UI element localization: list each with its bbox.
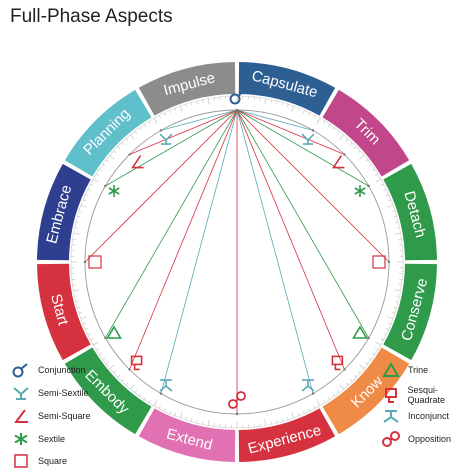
aspect-point bbox=[235, 108, 239, 112]
legend-label: Inconjunct bbox=[408, 411, 450, 421]
aspect-point bbox=[311, 392, 315, 395]
legend-label: Semi-Sextile bbox=[38, 388, 89, 398]
conjunction-icon bbox=[12, 363, 28, 378]
aspect-line-sesqui-quadrate bbox=[236, 109, 345, 370]
opposition-icon bbox=[228, 391, 246, 409]
page-title: Full-Phase Aspects bbox=[10, 6, 173, 27]
sextile-icon bbox=[14, 433, 28, 445]
aspect-point bbox=[128, 153, 131, 156]
aspect-point bbox=[104, 336, 107, 340]
legend-item-semi-sextile: Semi-Sextile bbox=[10, 385, 89, 401]
inconjunct-icon bbox=[301, 379, 315, 392]
semi-square-icon bbox=[14, 409, 28, 423]
aspect-line-semi-square bbox=[236, 109, 345, 155]
aspect-point bbox=[311, 129, 315, 132]
legend-item-trine: Trine bbox=[380, 362, 428, 378]
aspect-line-semi-sextile bbox=[236, 109, 314, 131]
legend-item-semi-square: Semi-Square bbox=[10, 408, 91, 424]
legend-item-sextile: Sextile bbox=[10, 431, 65, 447]
conjunction-icon bbox=[229, 89, 245, 105]
aspect-line-sextile bbox=[236, 109, 369, 187]
segment-conserve bbox=[383, 263, 437, 361]
semi-sextile-icon bbox=[301, 133, 315, 145]
segment-embrace bbox=[37, 163, 91, 261]
legend-label: Trine bbox=[408, 365, 429, 375]
aspect-line-semi-square bbox=[129, 109, 238, 155]
degree-ticks bbox=[71, 96, 403, 428]
segment-experience bbox=[238, 408, 336, 462]
semi-sextile-icon bbox=[159, 133, 173, 145]
trine-icon bbox=[352, 325, 368, 339]
aspect-line-sesqui-quadrate bbox=[129, 109, 238, 370]
sesqui-quadrate-icon bbox=[130, 355, 143, 371]
sextile-icon bbox=[354, 185, 366, 197]
aspect-point bbox=[367, 336, 370, 340]
segment-trim bbox=[322, 89, 410, 177]
legend-label: Semi-Square bbox=[38, 411, 91, 421]
aspect-point bbox=[159, 392, 163, 395]
sesqui-quadrate-icon bbox=[331, 355, 344, 371]
segment-embody bbox=[64, 347, 152, 435]
sextile-icon bbox=[108, 185, 120, 197]
semi-sextile-icon bbox=[13, 387, 29, 400]
trine-icon bbox=[382, 362, 400, 377]
legend-label: Sesqui-Quadrate bbox=[407, 385, 446, 405]
legend-label: Conjunction bbox=[38, 365, 86, 375]
semi-square-icon bbox=[331, 155, 345, 169]
aspect-point bbox=[343, 368, 346, 371]
aspect-line-inconjunct bbox=[160, 109, 238, 394]
opposition-icon bbox=[382, 431, 400, 447]
segment-impulse bbox=[138, 62, 236, 116]
aspect-point bbox=[387, 260, 391, 264]
trine-icon bbox=[106, 325, 122, 339]
square-icon bbox=[372, 255, 386, 269]
aspect-point bbox=[343, 153, 346, 156]
segment-planning bbox=[64, 89, 152, 177]
aspect-point bbox=[235, 412, 239, 416]
legend-item-sesqui-quadrate: Sesqui-Quadrate bbox=[380, 385, 474, 405]
semi-square-icon bbox=[131, 155, 144, 169]
legend-item-square: Square bbox=[10, 453, 67, 469]
legend-item-opposition: Opposition bbox=[380, 431, 451, 447]
legend-item-inconjunct: Inconjunct bbox=[380, 408, 449, 424]
aspect-point bbox=[104, 184, 107, 188]
sesqui-quadrate-icon bbox=[385, 388, 397, 403]
aspect-point bbox=[367, 184, 370, 188]
aspect-point bbox=[83, 260, 87, 264]
legend-label: Sextile bbox=[38, 434, 66, 444]
segment-detach bbox=[383, 163, 437, 261]
legend-label: Square bbox=[38, 456, 68, 466]
aspect-lines bbox=[84, 109, 390, 414]
segment-start bbox=[37, 263, 91, 361]
aspect-point bbox=[128, 368, 131, 371]
segment-extend bbox=[138, 408, 236, 462]
inconjunct-icon bbox=[383, 410, 399, 423]
aspect-point bbox=[159, 129, 163, 132]
inconjunct-icon bbox=[159, 379, 173, 392]
legend-item-conjunction: Conjunction bbox=[10, 362, 86, 378]
tick-ring bbox=[70, 95, 404, 429]
aspect-line-inconjunct bbox=[236, 109, 314, 394]
aspect-line-trine bbox=[105, 109, 238, 339]
legend-label: Opposition bbox=[408, 434, 452, 444]
segment-capsulate bbox=[238, 62, 336, 116]
aspect-line-semi-sextile bbox=[160, 109, 238, 131]
aspect-line-square bbox=[84, 109, 238, 263]
aspect-line-trine bbox=[236, 109, 369, 339]
square-icon bbox=[88, 255, 102, 269]
aspect-line-square bbox=[236, 109, 390, 263]
square-icon bbox=[14, 454, 28, 468]
aspect-line-sextile bbox=[105, 109, 238, 187]
